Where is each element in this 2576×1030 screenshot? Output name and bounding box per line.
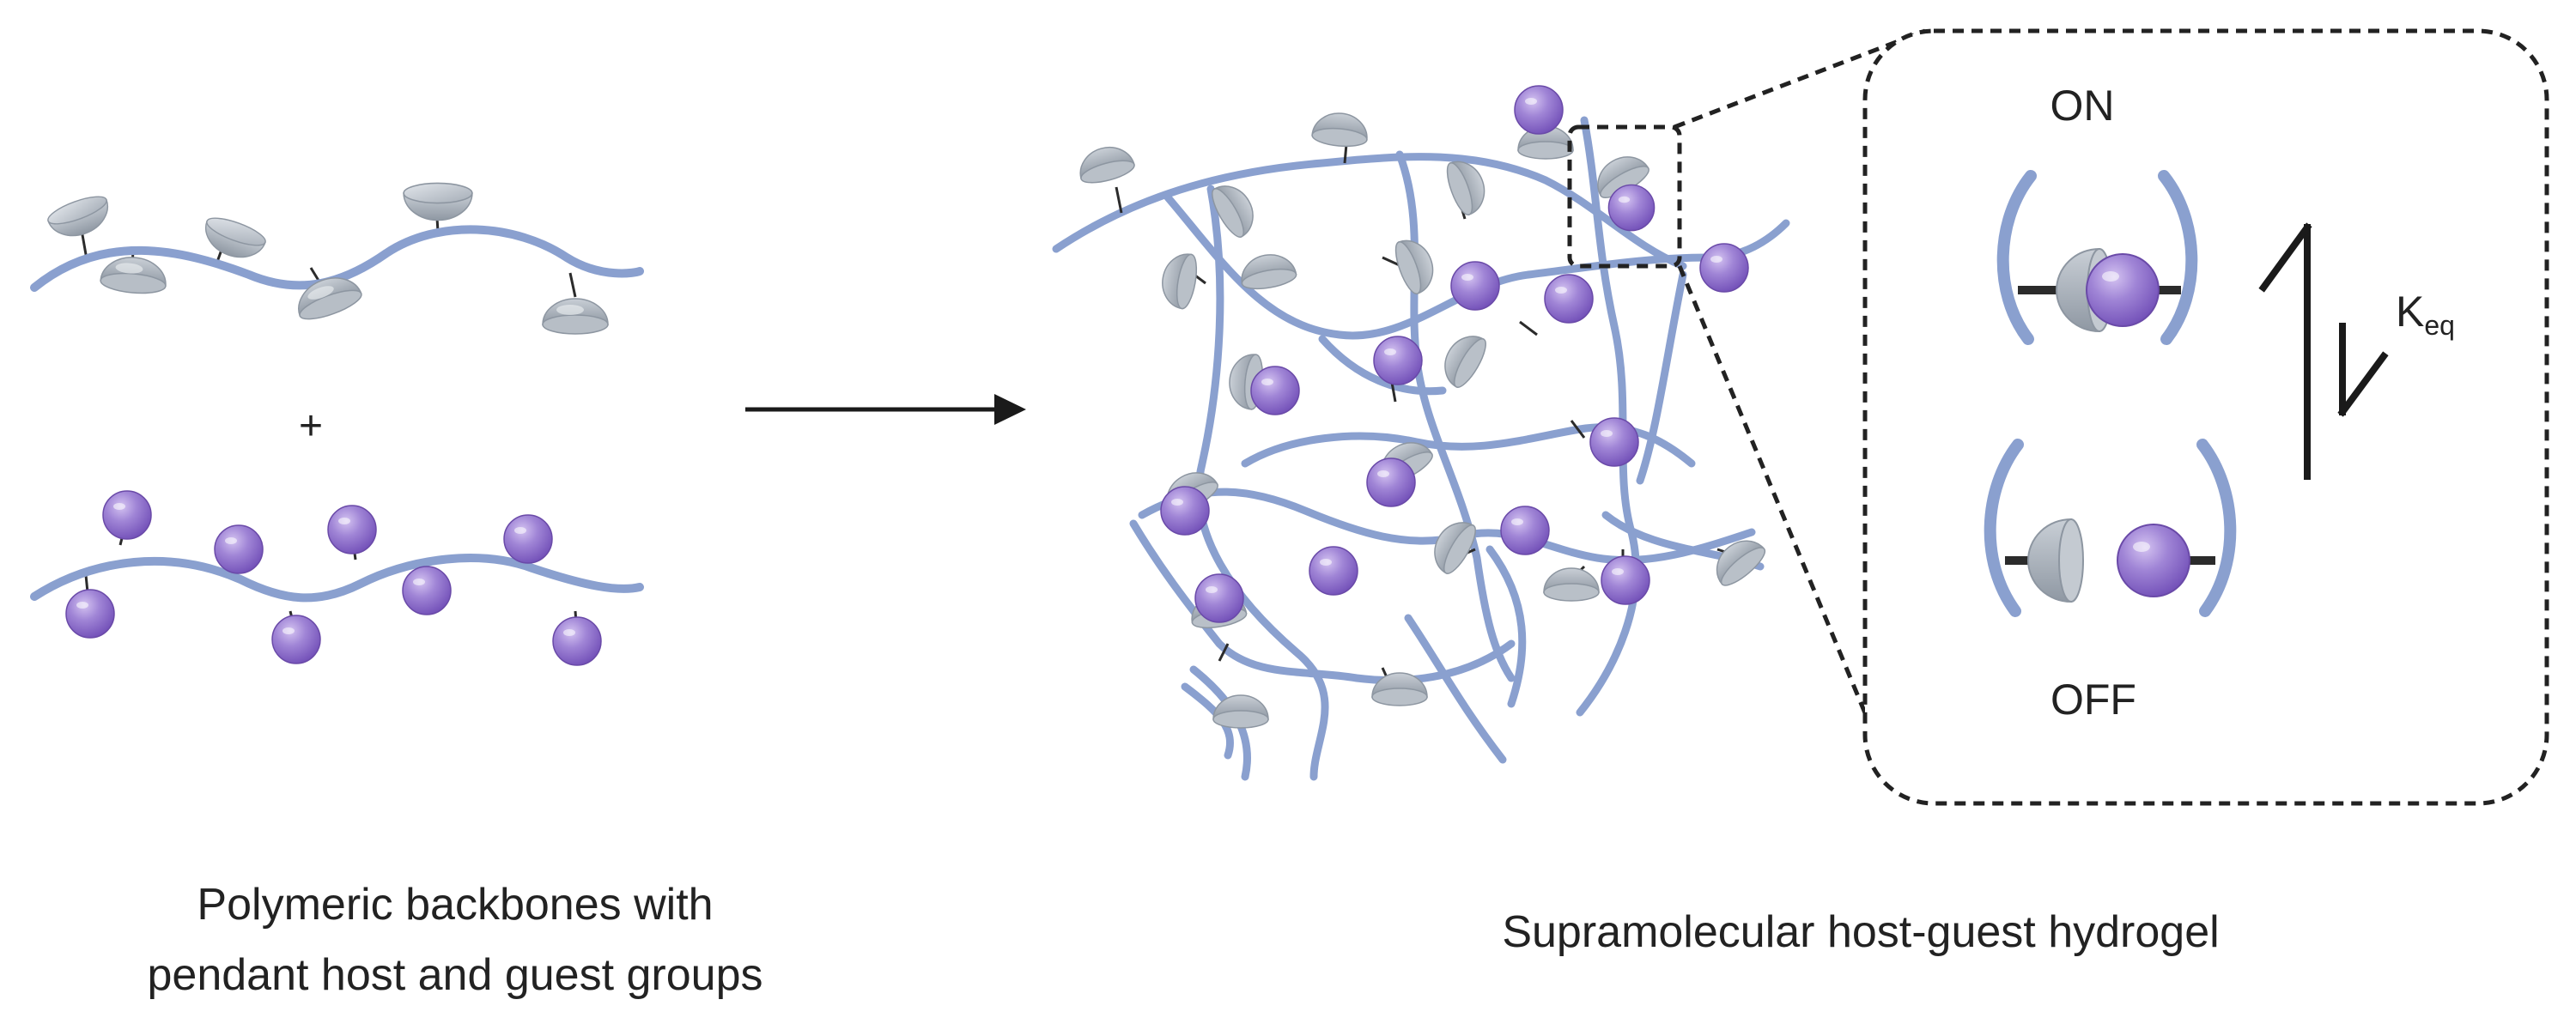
equilibrium-constant-label: Keq: [2396, 288, 2455, 341]
on-state-label: ON: [2050, 82, 2115, 130]
guest-sphere-icon: [2086, 253, 2160, 327]
guest-sphere-icon: [2117, 524, 2190, 597]
guest-polymer-chain: [30, 490, 644, 666]
left-caption-line1: Polymeric backbones with: [197, 880, 713, 930]
host-cup-icon: [2027, 518, 2084, 603]
zoom-callout: [1567, 28, 1926, 730]
equilibrium-arrows-icon: [2258, 222, 2389, 480]
left-caption-line2: pendant host and guest groups: [147, 950, 762, 1000]
reaction-arrow-icon: [745, 394, 1026, 425]
hydrogel-network: [866, 85, 1790, 781]
plus-sign: +: [299, 403, 323, 449]
right-caption: Supramolecular host-guest hydrogel: [1502, 907, 2219, 957]
equilibrium-inset: ON: [1862, 28, 2549, 806]
host-polymer-chain: [30, 182, 644, 335]
bound-complex: [1996, 170, 2198, 345]
unbound-pair: [1984, 439, 2237, 617]
off-state-label: OFF: [2050, 676, 2136, 724]
